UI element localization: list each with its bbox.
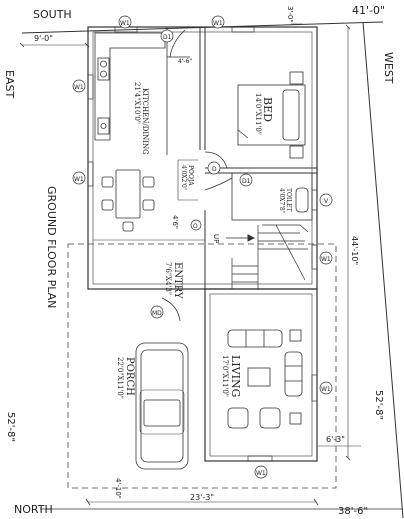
dim-porch-offset: 6'-3" [326, 435, 345, 444]
tag-d1-kitchen: D1 [163, 34, 172, 41]
pooja-name: POOJA [187, 165, 194, 186]
dim-bottom-right: 38'-6" [338, 506, 368, 517]
dim-bottom-width: 23'-3" [190, 493, 214, 502]
tag-w1-top-right: W1 [213, 20, 223, 27]
living-size: 17'0"X11'0" [221, 355, 229, 397]
plot-boundary-right [362, 21, 404, 519]
bed-size: 14'0"X11'0" [254, 93, 262, 135]
east-label: EAST [3, 70, 16, 98]
toilet-icon [295, 187, 309, 213]
tag-w1-stair: W1 [321, 256, 331, 263]
toilet-size: 4'0X7'8" [278, 188, 285, 214]
tag-w1-east-lower: W1 [74, 176, 84, 183]
dim-kitchen-gap: 4'-6" [178, 58, 192, 65]
tag-w1-living: W1 [321, 386, 331, 393]
tag-v-toilet: V [324, 198, 329, 205]
tag-o: O [193, 223, 198, 230]
dimension-ticks [19, 24, 351, 506]
dim-right-height: 44'-10" [350, 236, 359, 265]
stair-up-arrow-icon [226, 234, 256, 242]
dim-bottom-left: 4'-10" [114, 478, 122, 499]
toilet-name: TOILET [285, 188, 292, 212]
tag-w1-top-left: W1 [120, 20, 130, 27]
sofa-set-icon [227, 329, 303, 429]
tag-w1-east-upper: W1 [74, 84, 84, 91]
windows [87, 26, 318, 462]
north-label: NORTH [14, 503, 53, 516]
porch-outline [67, 243, 337, 489]
tag-d-bed: D [212, 166, 217, 173]
sink-icon [97, 117, 110, 135]
tag-d1-toilet: D1 [242, 178, 251, 185]
kitchen-name: KITCHEN/DINING [141, 88, 149, 155]
dim-left-lower: 52'-8" [5, 412, 16, 442]
dim-pooja-gap: 4'6" [171, 215, 179, 229]
dim-top-right-width: 41'-0" [352, 4, 385, 17]
living-name: LIVING [229, 355, 242, 397]
bed-name: BED [261, 97, 274, 122]
entry-name: ENTRY [172, 262, 183, 299]
tag-up: UP [212, 234, 220, 243]
porch-size: 22'0"X11'0" [116, 357, 124, 399]
porch-name: PORCH [124, 357, 135, 396]
dim-right-lower: 52'-8" [373, 390, 384, 420]
entry-size: 7'6"X4'3" [164, 262, 172, 295]
bed-icon [237, 71, 306, 159]
car-icon [135, 342, 189, 470]
kitchen-size: 21'4"X10'0" [133, 82, 141, 124]
door-swings [161, 29, 233, 322]
dining-table-icon [101, 169, 155, 232]
pooja-size: 4'0X2'0" [180, 165, 187, 191]
dim-left-top: 9'-0" [34, 34, 53, 43]
dim-top-small: 3'-0" [286, 6, 294, 23]
tag-circles [72, 15, 333, 479]
plan-title: GROUND FLOOR PLAN [45, 186, 58, 308]
west-label: WEST [382, 52, 395, 84]
staircase [231, 224, 309, 289]
south-label: SOUTH [33, 8, 72, 21]
stove-icon [97, 57, 110, 81]
tag-md-entry: MD [152, 310, 162, 317]
tag-w1-bottom: W1 [256, 470, 266, 477]
